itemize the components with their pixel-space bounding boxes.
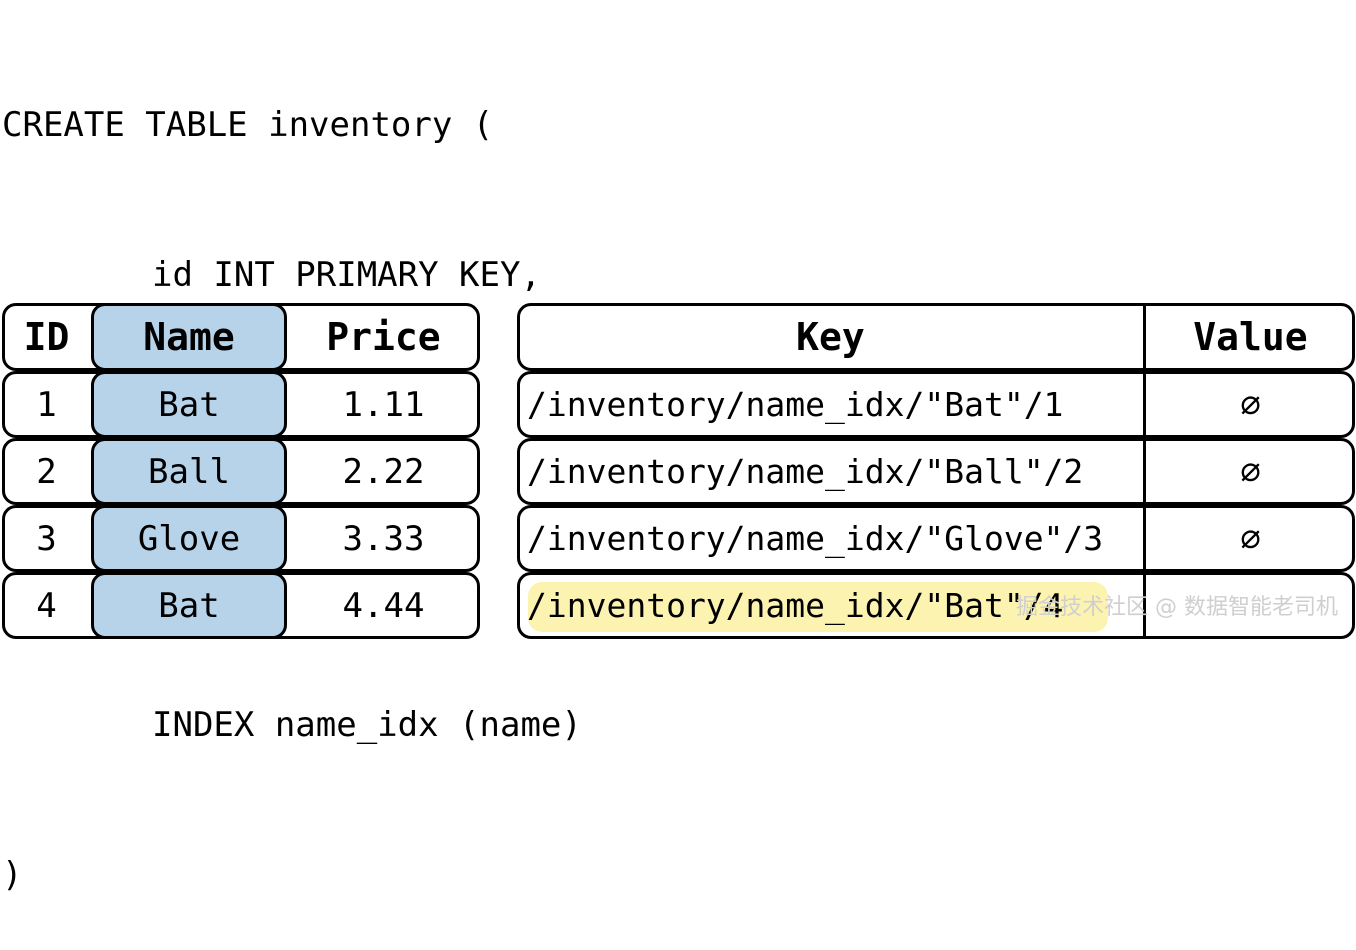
kv-column-divider (1143, 303, 1146, 639)
cell-price: 2.22 (342, 451, 425, 492)
header-price: Price (326, 315, 441, 359)
cell-name: Ball (148, 451, 230, 492)
header-key: Key (796, 315, 865, 359)
name-column-cell (91, 371, 287, 438)
cell-price: 3.33 (342, 518, 425, 559)
header-value: Value (1193, 315, 1308, 359)
cell-name: Bat (158, 585, 220, 626)
empty-set-icon: ∅ (1240, 518, 1261, 559)
cell-price: 4.44 (342, 585, 425, 626)
cell-id: 1 (36, 384, 57, 425)
cell-id: 4 (36, 585, 57, 626)
cell-id: 3 (36, 518, 57, 559)
name-column-cell (91, 572, 287, 639)
cell-key-highlighted: /inventory/name_idx/"Bat"/4 (527, 586, 1064, 625)
cell-key: /inventory/name_idx/"Glove"/3 (527, 519, 1104, 558)
name-column-cell (91, 438, 287, 505)
watermark: 掘金技术社区 @ 数据智能老司机 (1016, 595, 1338, 620)
sql-line: INDEX name_idx (name) (152, 705, 582, 745)
key-highlight (528, 582, 1108, 632)
kv-row (517, 438, 1355, 505)
empty-set-icon: ∅ (1240, 451, 1261, 492)
kv-row (517, 371, 1355, 438)
header-name: Name (143, 315, 235, 359)
cell-key: /inventory/name_idx/"Bat"/1 (527, 385, 1064, 424)
cell-name: Glove (137, 518, 241, 559)
kv-header-row (517, 303, 1355, 371)
sql-line: ) (2, 855, 23, 895)
sql-line: CREATE TABLE inventory ( (2, 105, 494, 145)
kv-row (517, 505, 1355, 572)
name-column-cell (91, 505, 287, 572)
empty-set-icon: ∅ (1240, 384, 1261, 425)
cell-key: /inventory/name_idx/"Ball"/2 (527, 452, 1084, 491)
cell-price: 1.11 (342, 384, 425, 425)
name-column-cell (91, 303, 287, 371)
sql-line: id INT PRIMARY KEY, (152, 255, 541, 295)
cell-name: Bat (158, 384, 220, 425)
cell-id: 2 (36, 451, 57, 492)
header-id: ID (23, 315, 70, 359)
